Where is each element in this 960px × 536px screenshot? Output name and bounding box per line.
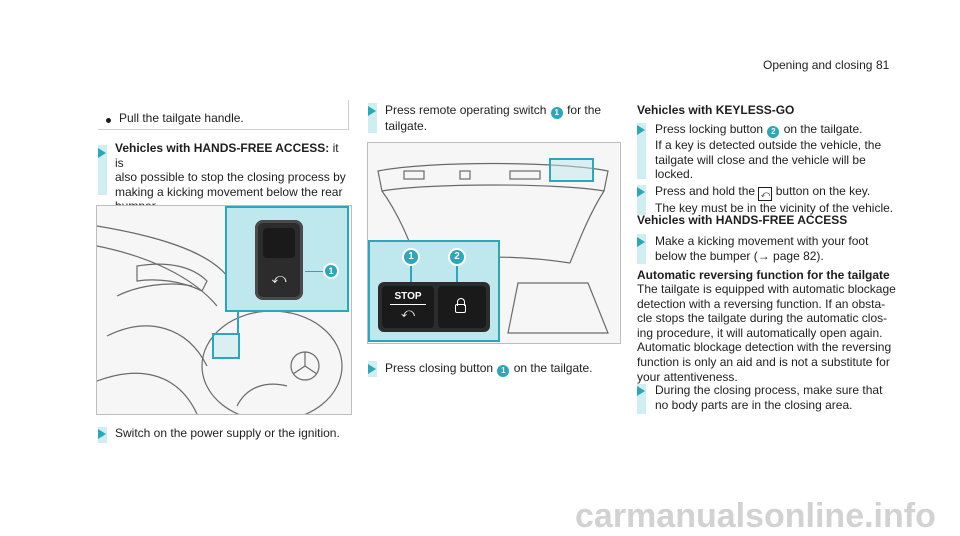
list-bullet bbox=[106, 118, 111, 123]
remote-switch-text: Press remote operating switch bbox=[385, 103, 550, 117]
closing-button-step: Press closing button 1 on the tailgate. bbox=[385, 361, 593, 378]
step-arrow-icon bbox=[98, 429, 106, 439]
step-highlight-bar bbox=[368, 103, 377, 133]
lock-icon bbox=[455, 298, 467, 313]
callout-1: 1 bbox=[323, 263, 339, 279]
step-arrow-icon bbox=[637, 125, 645, 135]
keyless-go-heading: Vehicles with KEYLESS-GO bbox=[637, 103, 795, 117]
callout-badge-1: 1 bbox=[550, 107, 563, 120]
closing-button: STOP ⤺ bbox=[382, 286, 434, 328]
reversing-paragraph: The tailgate is equipped with automatic … bbox=[637, 282, 896, 384]
remote-switch-marker bbox=[549, 158, 594, 182]
tailgate-close-button: ⤺ bbox=[255, 220, 303, 300]
step-arrow-icon bbox=[637, 386, 645, 396]
hands-free-line-3: making a kicking movement below the rear bbox=[115, 184, 343, 199]
tailgate-key-icon: ⤺ bbox=[758, 187, 773, 201]
step-highlight-bar bbox=[637, 185, 646, 215]
button-inset-panel-2: 1 2 STOP ⤺ bbox=[368, 240, 500, 342]
pull-handle-item: Pull the tailgate handle. bbox=[119, 111, 244, 125]
callout-badge-1: 1 bbox=[497, 365, 510, 378]
location-marker bbox=[212, 333, 240, 359]
para-line: function is only an aid and is not a sub… bbox=[637, 354, 890, 369]
step-arrow-icon bbox=[98, 148, 106, 158]
locking-step-text-end: on the tailgate. bbox=[780, 122, 863, 136]
step-highlight-bar bbox=[637, 384, 646, 414]
closing-step-text: Press closing button bbox=[385, 361, 497, 375]
hands-free-line-1: it is bbox=[115, 141, 339, 170]
callout-2-2: 2 bbox=[448, 248, 466, 266]
key-step-text-end: button on the key. bbox=[772, 184, 871, 198]
step-arrow-icon bbox=[637, 237, 645, 247]
locking-line-4: locked. bbox=[655, 167, 694, 182]
para-line: Automatic blockage detection with the re… bbox=[637, 340, 892, 355]
control-panel: STOP ⤺ bbox=[378, 282, 490, 332]
step-arrow-icon bbox=[637, 187, 645, 197]
tailgate-icon: ⤺ bbox=[401, 305, 415, 320]
stop-label: STOP bbox=[394, 291, 422, 302]
hands-free-heading-2: Vehicles with HANDS-FREE ACCESS bbox=[637, 213, 848, 227]
tailgate-icon: ⤺ bbox=[271, 270, 287, 286]
para-line: ing procedure, it will automatically ope… bbox=[637, 325, 883, 340]
key-step-text: Press and hold the bbox=[655, 184, 759, 198]
locking-line-2: If a key is detected outside the vehicle… bbox=[655, 138, 882, 153]
hands-free-heading: Vehicles with HANDS-FREE ACCESS: bbox=[115, 141, 330, 155]
power-supply-step: Switch on the power supply or the igniti… bbox=[115, 426, 340, 440]
kick-line-1: Make a kicking movement with your foot bbox=[655, 234, 869, 248]
hands-free-step: Vehicles with HANDS-FREE ACCESS: it is a… bbox=[115, 141, 350, 214]
closing-step-text-end: on the tailgate. bbox=[510, 361, 593, 375]
closing-area-step: During the closing process, make sure th… bbox=[655, 383, 882, 412]
step-arrow-icon bbox=[368, 364, 376, 374]
remote-switch-text-end: for the bbox=[563, 103, 602, 117]
reversing-heading: Automatic reversing function for the tai… bbox=[637, 268, 890, 282]
step-highlight-bar bbox=[98, 145, 107, 195]
step-highlight-bar bbox=[637, 123, 646, 179]
key-step-line-2: The key must be in the vicinity of the v… bbox=[655, 201, 894, 215]
remote-switch-step: Press remote operating switch 1 for the … bbox=[385, 103, 601, 134]
previous-step-box bbox=[98, 100, 349, 130]
locking-line-3: tailgate will close and the vehicle will… bbox=[655, 152, 866, 167]
closing-area-line-1: During the closing process, make sure th… bbox=[655, 383, 883, 397]
kick-line-2: below the bumper (→ page 82). bbox=[655, 248, 824, 263]
locking-step-text: Press locking button bbox=[655, 122, 767, 136]
kick-step: Make a kicking movement with your foot b… bbox=[655, 234, 868, 263]
key-button-step: Press and hold the ⤺ button on the key. … bbox=[655, 184, 893, 216]
remote-switch-line-2: tailgate. bbox=[385, 119, 428, 134]
step-arrow-icon bbox=[368, 106, 376, 116]
para-line: cle stops the tailgate during the automa… bbox=[637, 311, 888, 326]
page-number: 81 bbox=[876, 58, 890, 72]
closing-area-line-2: no body parts are in the closing area. bbox=[655, 397, 853, 412]
locking-button bbox=[438, 286, 486, 328]
para-line: The tailgate is equipped with automatic … bbox=[637, 282, 896, 296]
callout-badge-2: 2 bbox=[767, 126, 780, 139]
callout-2-1: 1 bbox=[402, 248, 420, 266]
para-line: your attentiveness. bbox=[637, 369, 738, 384]
locking-button-step: Press locking button 2 on the tailgate. … bbox=[655, 122, 881, 182]
para-line: detection with a reversing function. If … bbox=[637, 296, 886, 311]
step-highlight-bar bbox=[637, 234, 646, 264]
hands-free-line-2: also possible to stop the closing proces… bbox=[115, 170, 346, 185]
watermark: carmanualsonline.info bbox=[575, 497, 936, 535]
section-title: Opening and closing bbox=[763, 58, 873, 72]
button-inset-panel: ⤺ 1 bbox=[225, 206, 349, 312]
